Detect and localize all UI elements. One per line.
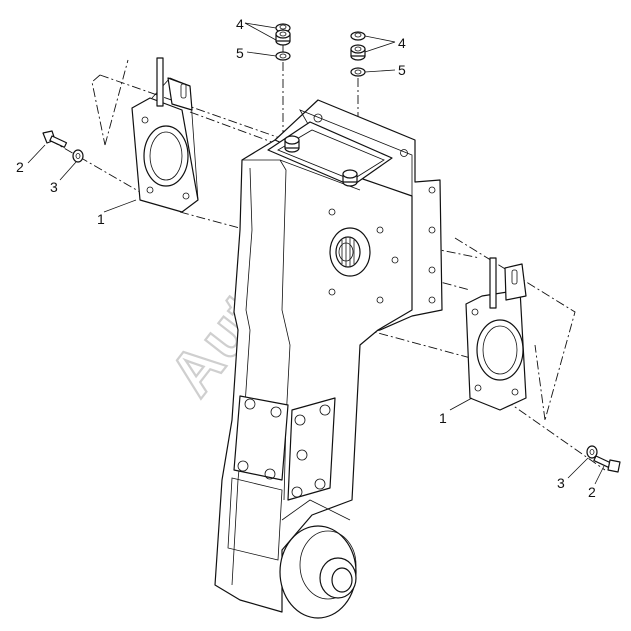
nut-left — [275, 23, 291, 46]
washer-left — [72, 149, 84, 163]
callout-bolt-left: 2 — [16, 159, 24, 175]
gearbox-housing — [214, 99, 443, 619]
callout-bolt-right: 2 — [588, 484, 596, 500]
lockwasher-right — [350, 67, 366, 77]
callout-plate-left: 1 — [97, 211, 105, 227]
mounting-plate-right — [465, 257, 527, 411]
input-shaft — [329, 227, 371, 277]
nut-right — [350, 31, 366, 61]
callout-nut-left: 4 — [236, 16, 244, 32]
callout-lockwasher-right: 5 — [398, 62, 406, 78]
callout-washer-left: 3 — [50, 179, 58, 195]
callout-washer-right: 3 — [557, 475, 565, 491]
washer-right — [586, 445, 598, 459]
callout-nut-right: 4 — [398, 35, 406, 51]
breather-right — [342, 169, 358, 187]
callout-lockwasher-left: 5 — [236, 45, 244, 61]
bolt-right — [593, 455, 621, 473]
breather-left — [284, 135, 300, 153]
output-hub — [279, 499, 357, 619]
callout-plate-right: 1 — [439, 410, 447, 426]
bolt-left — [42, 130, 68, 148]
leader-lines — [27, 22, 605, 485]
side-cover-upper — [233, 395, 289, 481]
lockwasher-left — [275, 51, 291, 61]
mounting-plate-left — [131, 57, 199, 213]
side-cover-lower — [287, 397, 336, 501]
